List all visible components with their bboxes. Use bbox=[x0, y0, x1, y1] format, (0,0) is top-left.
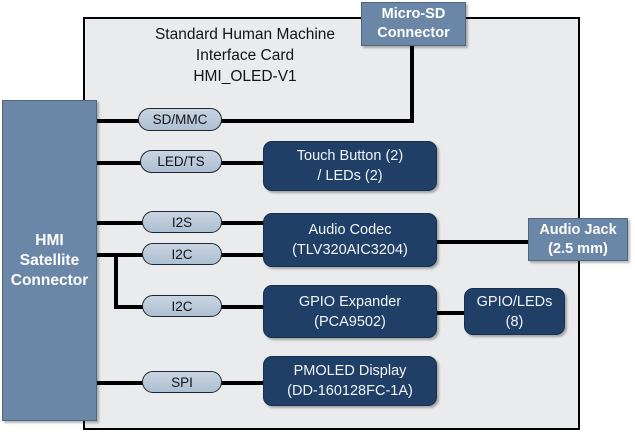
wire-ledts-to-touch-button bbox=[219, 161, 267, 165]
wire-i2c-trunk-vertical bbox=[114, 253, 118, 309]
wire-i2c-to-audio-codec bbox=[219, 253, 267, 257]
bus-label-spi[interactable]: SPI bbox=[142, 371, 222, 393]
block-gpio-expander[interactable]: GPIO Expander (PCA9502) bbox=[263, 285, 437, 338]
micro-sd-connector[interactable]: Micro-SD Connector bbox=[361, 2, 466, 46]
wire-spi-to-pmoled bbox=[219, 381, 267, 385]
wire-i2s-to-audio-codec bbox=[219, 221, 267, 225]
bus-label-i2c-codec[interactable]: I2C bbox=[142, 243, 222, 265]
wire-i2c-to-gpio-expander bbox=[219, 305, 267, 309]
block-gpio-leds[interactable]: GPIO/LEDs (8) bbox=[464, 288, 565, 335]
wire-corner-to-microsd bbox=[410, 44, 414, 123]
wire-sdmmc-to-corner bbox=[219, 119, 414, 123]
block-touch-button-leds[interactable]: Touch Button (2) / LEDs (2) bbox=[263, 141, 437, 191]
bus-label-i2c-expander[interactable]: I2C bbox=[142, 295, 222, 317]
bus-label-i2s[interactable]: I2S bbox=[142, 211, 222, 233]
audio-jack-connector[interactable]: Audio Jack (2.5 mm) bbox=[528, 218, 628, 261]
wire-audio-codec-to-jack bbox=[433, 240, 533, 244]
wire-satellite-to-i2c-trunk bbox=[97, 253, 145, 257]
bus-label-sd-mmc[interactable]: SD/MMC bbox=[138, 108, 222, 131]
hmi-satellite-connector[interactable]: HMI Satellite Connector bbox=[2, 100, 97, 421]
wire-satellite-to-spi bbox=[97, 381, 145, 385]
bus-label-led-ts[interactable]: LED/TS bbox=[140, 150, 222, 173]
block-audio-codec[interactable]: Audio Codec (TLV320AIC3204) bbox=[263, 213, 437, 267]
wire-gpio-expander-to-gpio-leds bbox=[433, 311, 467, 315]
wire-satellite-to-sdmmc bbox=[97, 119, 145, 123]
wire-i2c-branch-to-expander bbox=[114, 305, 146, 309]
card-title: Standard Human Machine Interface Card HM… bbox=[154, 26, 336, 85]
block-pmoled-display[interactable]: PMOLED Display (DD-160128FC-1A) bbox=[263, 356, 437, 406]
wire-satellite-to-i2s bbox=[97, 221, 145, 225]
wire-satellite-to-ledts bbox=[97, 161, 145, 165]
